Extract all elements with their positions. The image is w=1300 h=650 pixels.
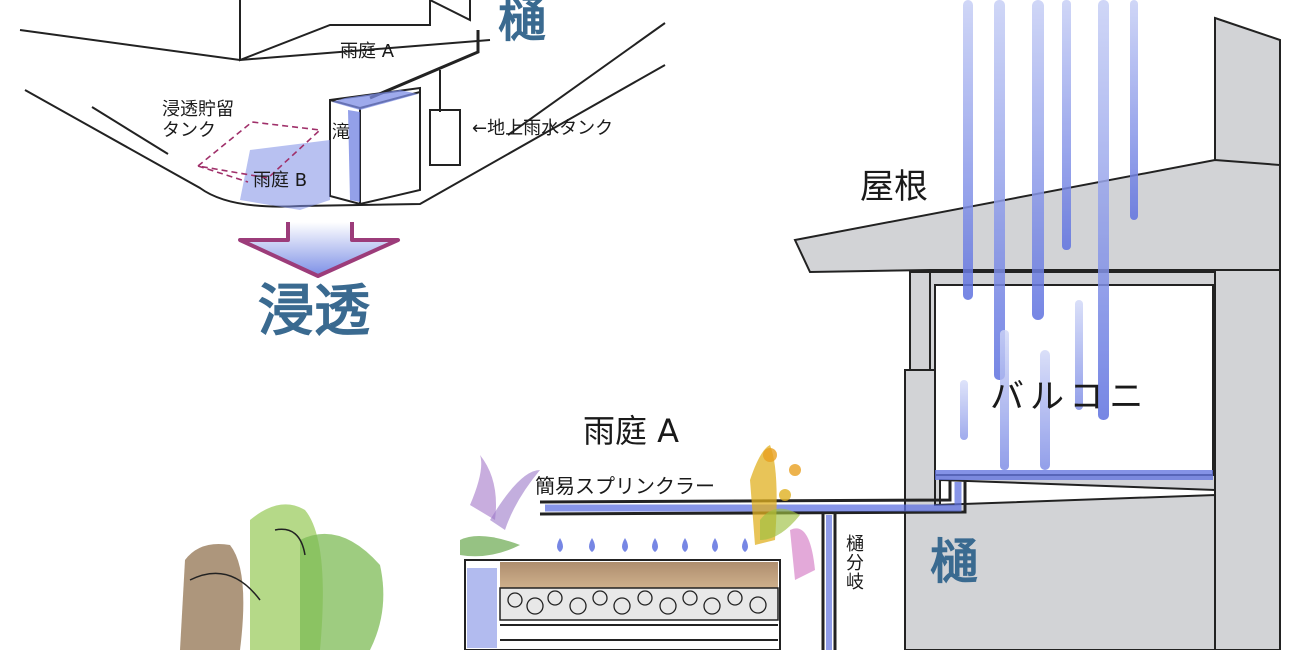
gutter-branch-label: 樋 分 岐 [846,534,864,593]
rain-garden-a-label: 雨庭 A [583,412,680,450]
foliage-lower-left [180,504,384,650]
upper-wall [1214,16,1281,650]
sprinkler-drops [557,538,748,552]
rain-garden-planter [464,559,781,650]
gravel-stones [507,590,767,615]
roof-label: 屋根 [860,167,928,207]
sprinkler-label: 簡易スプリンクラー [535,474,715,498]
rain-garden-b-label: 雨庭 B [253,170,308,191]
perspective-sketch [19,0,666,210]
soil-layer [500,562,778,590]
rain-streaks [960,0,1138,470]
gutter-label-top: 樋 [498,0,547,48]
balcony-opening [934,284,1214,476]
lower-wall [904,369,1216,650]
waterfall-label: 滝 [332,122,350,143]
infiltration-tank-dashed [196,121,322,183]
pipe-water [545,482,962,512]
balcony-water [935,470,1213,480]
infiltration-tank-label: 浸透貯留 タンク [162,99,234,141]
balcony-label: バルコニ [990,377,1150,417]
rain-garden-a-small-label: 雨庭 A [340,41,395,62]
infiltration-label: 浸透 [258,279,370,344]
house-block [239,0,431,62]
ground-front-line [507,22,666,136]
rain-garden-b-water [240,140,330,210]
infiltration-arrow [238,222,400,278]
downpipe [369,30,480,100]
planter-plants [460,445,815,580]
ground-rain-tank-label: ←地上雨水タンク [472,118,614,139]
ground-rain-tank [429,109,461,166]
ground-mid-line [91,106,169,155]
planter-water [332,90,418,110]
gutter-pipes [539,480,967,650]
gutter-label-right: 樋 [930,534,979,590]
gravel-layer [499,587,779,621]
